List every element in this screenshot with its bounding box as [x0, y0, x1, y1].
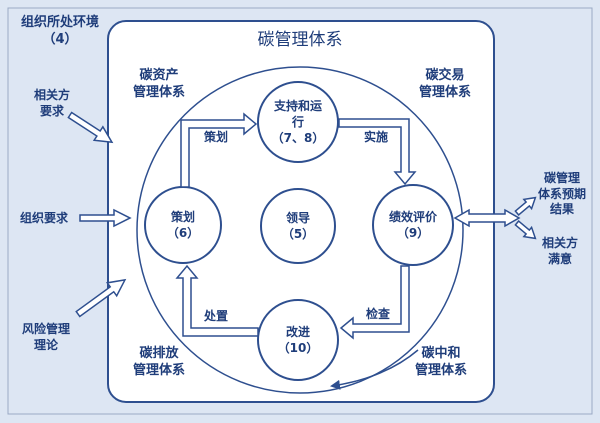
stakeholders-line2: 要求 [39, 103, 64, 118]
output-arrow [453, 208, 521, 228]
performance-line2: （9） [396, 226, 430, 240]
input-arrow-risk [75, 278, 127, 318]
output-expected-label: 碳管理 体系预期 结果 [529, 171, 595, 218]
neutral-line1: 碳中和 [421, 346, 461, 361]
expected-line3: 结果 [549, 202, 574, 217]
improvement-line1: 改进 [285, 324, 310, 339]
leadership-circle [260, 188, 336, 264]
performance-line1: 绩效评价 [388, 209, 437, 224]
node-performance: 绩效评价 （9） [373, 185, 453, 265]
flow-label-act: 处置 [203, 309, 228, 323]
trading-line2: 管理体系 [418, 84, 471, 100]
flow-label-check: 检查 [365, 307, 390, 321]
satisfaction-line1: 相关方 [541, 236, 578, 250]
flow-arrow-act [175, 264, 259, 337]
node-planning: 策划 （6） [145, 187, 221, 263]
trading-line1: 碳交易 [425, 68, 465, 83]
emission-line2: 管理体系 [132, 362, 185, 378]
expected-line2: 体系预期 [537, 186, 586, 201]
node-support: 支持和运 行 （7、8） [258, 82, 338, 162]
flow-arrow-check [339, 265, 410, 340]
flow-label-implement: 实施 [363, 130, 388, 144]
support-line2: 行 [291, 114, 304, 129]
assets-line1: 碳资产 [139, 68, 179, 83]
leadership-line1: 领导 [285, 210, 310, 225]
input-stakeholders-label: 相关方 要求 [24, 88, 80, 119]
input-risk-label: 风险管理 理论 [10, 322, 82, 353]
context-line2: （4） [42, 31, 78, 47]
emission-line1: 碳排放 [139, 346, 179, 361]
improvement-circle [257, 299, 339, 381]
output-satisfaction-label: 相关方 满意 [532, 236, 588, 267]
corner-trading-label: 碳交易 管理体系 [398, 68, 492, 102]
neutral-line2: 管理体系 [414, 362, 467, 378]
flow-label-plan: 策划 [203, 130, 228, 144]
output-branch-satisfaction [514, 220, 537, 240]
node-improvement: 改进 （10） [258, 300, 338, 380]
satisfaction-line2: 满意 [547, 251, 572, 266]
expected-line1: 碳管理 [543, 171, 580, 185]
support-line3: （7、8） [271, 131, 325, 146]
assets-line2: 管理体系 [132, 84, 185, 100]
flow-arrow-plan [180, 112, 258, 188]
context-line1: 组织所处环境 [20, 15, 99, 30]
output-branch-expected [514, 196, 537, 216]
support-line1: 支持和运 [273, 98, 322, 113]
leadership-line2: （5） [281, 227, 315, 241]
planning-line1: 策划 [170, 209, 195, 224]
flow-arrow-implement [338, 118, 417, 186]
corner-emission-label: 碳排放 管理体系 [112, 346, 206, 380]
node-leadership: 领导 （5） [261, 189, 335, 263]
risk-line2: 理论 [33, 337, 58, 352]
planning-line2: （6） [166, 226, 200, 240]
support-circle [257, 81, 339, 163]
circle-flow-arrow [330, 349, 419, 390]
performance-circle [372, 184, 454, 266]
improvement-line2: （10） [277, 341, 319, 355]
input-org-label: 组织要求 [19, 211, 68, 225]
input-arrow-stakeholders [67, 111, 114, 144]
context-label: 组织所处环境 （4） [14, 15, 106, 49]
outer-frame [7, 7, 593, 415]
diagram-title: 碳管理体系 [257, 30, 343, 50]
corner-neutral-label: 碳中和 管理体系 [394, 346, 488, 380]
corner-assets-label: 碳资产 管理体系 [112, 68, 206, 102]
stakeholders-line1: 相关方 [33, 88, 70, 102]
input-arrow-org [79, 208, 132, 228]
risk-line1: 风险管理 [21, 322, 70, 336]
